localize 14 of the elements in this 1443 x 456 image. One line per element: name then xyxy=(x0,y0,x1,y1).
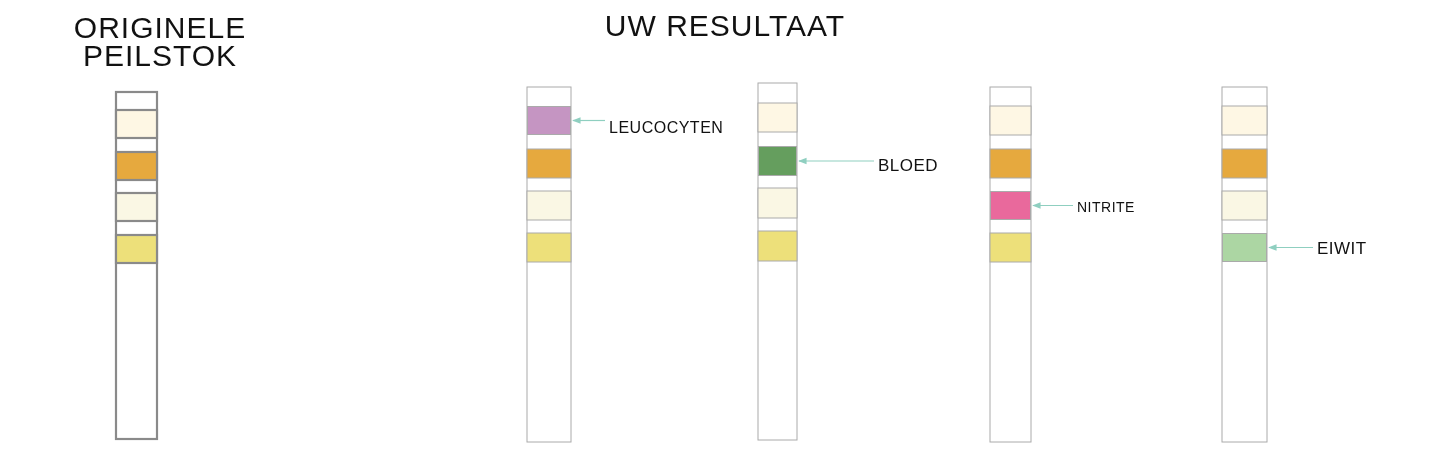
leader-arrow xyxy=(572,117,606,124)
pad-label: BLOED xyxy=(878,156,939,176)
test-pad xyxy=(990,191,1031,220)
test-pad xyxy=(527,106,571,135)
pad-label: NITRITE xyxy=(1077,197,1135,217)
pad-label: EIWIT xyxy=(1317,239,1367,259)
leader-arrow xyxy=(1268,244,1314,251)
leader-arrow xyxy=(798,157,875,165)
pad-label: LEUCOCYTEN xyxy=(609,118,724,138)
leader-arrow xyxy=(1032,202,1074,209)
test-pad xyxy=(758,146,797,176)
heading: UW RESULTAAT xyxy=(603,12,847,40)
heading: ORIGINELE PEILSTOK xyxy=(72,14,248,70)
test-pad xyxy=(1222,233,1267,262)
